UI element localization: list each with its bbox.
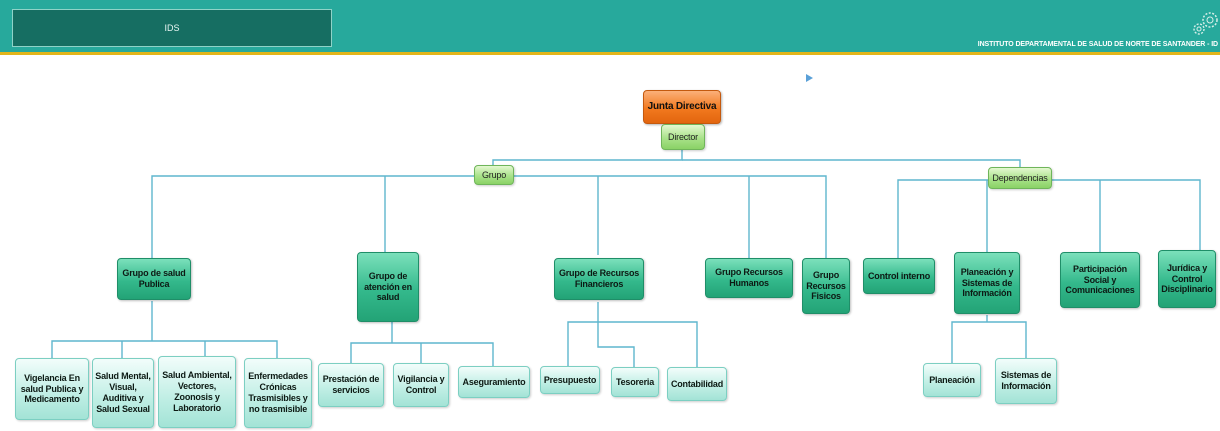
node-grupo[interactable]: Grupo	[474, 165, 514, 185]
leaf-salud-ambiental[interactable]: Salud Ambiental, Vectores, Zoonosis y La…	[158, 356, 236, 428]
node-grupo-recursos-fisicos[interactable]: Grupo Recursos Fisicos	[802, 258, 850, 314]
leaf-salud-mental[interactable]: Salud Mental, Visual, Auditiva y Salud S…	[92, 358, 154, 428]
node-grupo-recursos-financieros[interactable]: Grupo de Recursos Financieros	[554, 258, 644, 300]
leaf-planeacion[interactable]: Planeación	[923, 363, 981, 397]
node-participacion-social[interactable]: Participación Social y Comunicaciones	[1060, 252, 1140, 308]
leaf-tesoreria[interactable]: Tesoreria	[611, 367, 659, 397]
leaf-vigilancia-salud-publica[interactable]: Vigelancia En salud Publica y Medicament…	[15, 358, 89, 420]
gear-icon	[1193, 12, 1218, 35]
leaf-presupuesto[interactable]: Presupuesto	[540, 366, 600, 394]
header-divider	[0, 52, 1220, 55]
leaf-prestacion-servicios[interactable]: Prestación de servicios	[318, 363, 384, 407]
leaf-contabilidad[interactable]: Contabilidad	[667, 367, 727, 401]
leaf-sistemas-informacion[interactable]: Sistemas de Información	[995, 358, 1057, 404]
leaf-aseguramiento[interactable]: Aseguramiento	[458, 366, 530, 398]
institution-name: INSTITUTO DEPARTAMENTAL DE SALUD DE NORT…	[977, 41, 1218, 48]
header-bar: IDS INSTITUTO DEPARTAMENTAL DE SALUD DE …	[0, 0, 1220, 52]
node-juridica-control[interactable]: Jurídica y Control Disciplinario	[1158, 250, 1216, 308]
node-control-interno[interactable]: Control interno	[863, 258, 935, 294]
node-director[interactable]: Director	[661, 124, 705, 150]
node-planeacion-sistemas[interactable]: Planeación y Sistemas de Información	[954, 252, 1020, 314]
leaf-enfermedades-cronicas[interactable]: Enfermedades Crónicas Trasmisibles y no …	[244, 358, 312, 428]
node-junta-directiva[interactable]: Junta Directiva	[643, 90, 721, 124]
play-icon[interactable]	[806, 74, 813, 82]
app-title: IDS	[12, 9, 332, 47]
leaf-vigilancia-control[interactable]: Vigilancia y Control	[393, 363, 449, 407]
node-grupo-salud-publica[interactable]: Grupo de salud Publica	[117, 258, 191, 300]
node-grupo-recursos-humanos[interactable]: Grupo Recursos Humanos	[705, 258, 793, 298]
node-dependencias[interactable]: Dependencias	[988, 167, 1052, 189]
node-grupo-atencion-salud[interactable]: Grupo de atención en salud	[357, 252, 419, 322]
